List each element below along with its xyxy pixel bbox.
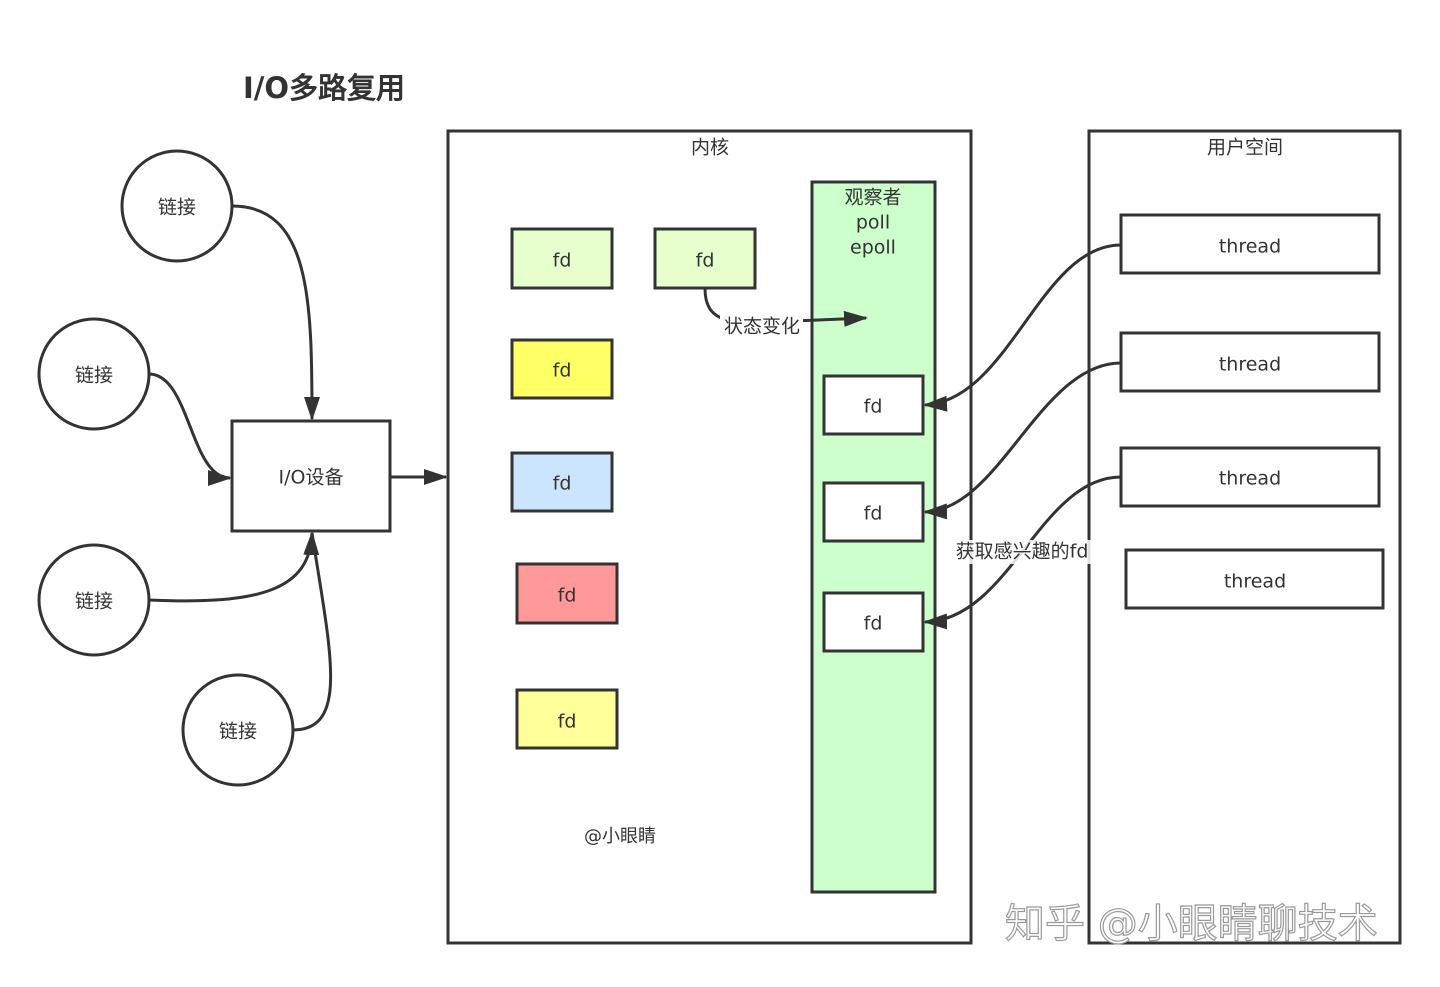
fd-label: fd <box>553 360 572 382</box>
connection-label: 链接 <box>75 365 113 387</box>
observer-poll-label: poll <box>856 212 890 234</box>
connection-node: 链接 <box>120 149 234 263</box>
watermark: 知乎 @小眼睛聊技术 <box>1005 901 1378 947</box>
user-space-label: 用户空间 <box>1207 137 1283 159</box>
edge-thread-to-fd <box>923 243 1122 412</box>
connection-node: 链接 <box>37 543 151 657</box>
fd-label: fd <box>864 613 883 635</box>
observer-epoll-label: epoll <box>850 237 896 259</box>
observer-fd-box: fd <box>822 591 925 653</box>
edge-connection-to-io <box>148 372 232 486</box>
observer-fd-box: fd <box>822 481 925 543</box>
thread-label: thread <box>1219 236 1281 258</box>
fetch-fd-label: 获取感兴趣的fd <box>956 541 1089 563</box>
connection-label: 链接 <box>158 197 196 219</box>
connection-label: 链接 <box>75 591 113 613</box>
edge-connection-to-io <box>231 204 320 421</box>
author-label: @小眼睛 <box>584 826 656 847</box>
observer-label: 观察者 <box>844 187 901 209</box>
fd-box: fd <box>510 338 614 400</box>
io-device-label: I/O设备 <box>279 467 344 489</box>
edge-thread-to-fd <box>923 361 1122 520</box>
fd-label: fd <box>864 396 883 418</box>
state-change-label: 状态变化 <box>724 316 800 338</box>
thread-label: thread <box>1219 354 1281 376</box>
observer-fd-box: fd <box>822 374 925 436</box>
thread-label: thread <box>1224 571 1286 593</box>
fd-box: fd <box>653 227 757 290</box>
fd-label: fd <box>696 250 715 272</box>
fd-label: fd <box>553 250 572 272</box>
fd-label: fd <box>558 585 577 607</box>
io-device: I/O设备 <box>230 419 392 533</box>
fd-box: fd <box>515 688 619 750</box>
thread-label: thread <box>1219 468 1281 490</box>
edge-connection-to-io <box>148 531 320 603</box>
fd-box: fd <box>510 227 614 290</box>
thread-box: thread <box>1119 213 1381 275</box>
thread-box: thread <box>1119 446 1381 508</box>
fd-box: fd <box>510 451 614 513</box>
thread-box: thread <box>1119 331 1381 393</box>
edge-connection-to-io <box>292 532 333 732</box>
fd-label: fd <box>558 711 577 733</box>
connection-node: 链接 <box>37 317 151 431</box>
fd-label: fd <box>864 503 883 525</box>
thread-box: thread <box>1124 548 1385 610</box>
connection-node: 链接 <box>181 673 295 787</box>
fd-box: fd <box>515 562 619 625</box>
diagram-title: I/O多路复用 <box>243 71 405 105</box>
connection-label: 链接 <box>219 721 257 743</box>
fd-label: fd <box>553 473 572 495</box>
kernel-label: 内核 <box>691 137 729 159</box>
